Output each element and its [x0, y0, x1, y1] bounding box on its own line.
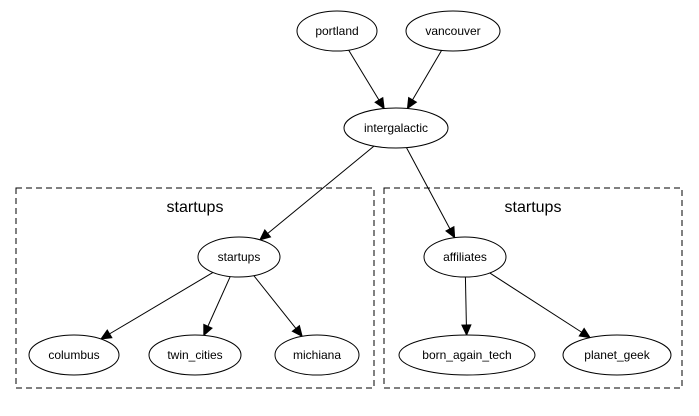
node-born-again-tech: born_again_tech: [398, 334, 536, 376]
node-affiliates-label: affiliates: [443, 250, 487, 264]
node-intergalactic-label: intergalactic: [364, 121, 428, 135]
edge-startups-to-columbus: [99, 272, 214, 340]
node-affiliates: affiliates: [423, 236, 507, 278]
edge-line: [406, 147, 451, 230]
arrowhead: [99, 329, 113, 340]
node-born-again-tech-label: born_again_tech: [422, 348, 511, 362]
edge-line: [109, 272, 214, 335]
node-columbus-label: columbus: [48, 348, 99, 362]
edge-vancouver-to-intergalactic: [406, 50, 443, 110]
node-startups-label: startups: [218, 250, 261, 264]
edge-line: [348, 49, 380, 101]
arrowhead: [374, 96, 385, 110]
edge-line: [267, 145, 375, 234]
node-startups-shape: [197, 236, 281, 278]
cluster-left-border: [15, 187, 375, 389]
edge-line: [464, 276, 467, 326]
node-vancouver: vancouver: [405, 10, 501, 52]
arrowhead: [406, 96, 418, 110]
node-portland-label: portland: [315, 24, 358, 38]
edge-line: [489, 272, 582, 333]
node-twin-cities: twin_cities: [148, 334, 242, 376]
edge-intergalactic-to-startups: [258, 145, 375, 241]
node-startups: startups: [197, 236, 281, 278]
edge-affiliates-to-born-again-tech: [461, 276, 472, 337]
node-intergalactic-shape: [343, 107, 449, 149]
node-planet-geek-label: planet_geek: [584, 348, 650, 362]
edge-line: [412, 50, 443, 101]
node-columbus-shape: [28, 334, 120, 376]
cluster-right-border: [383, 187, 683, 389]
arrowhead: [258, 229, 272, 241]
cluster-right: startups: [383, 187, 683, 389]
node-twin-cities-label: twin_cities: [167, 348, 222, 362]
node-twin-cities-shape: [148, 334, 242, 376]
node-portland-shape: [296, 10, 378, 52]
node-portland: portland: [296, 10, 378, 52]
node-affiliates-shape: [423, 236, 507, 278]
node-michiana-shape: [274, 334, 360, 376]
node-vancouver-shape: [405, 10, 501, 52]
edge-intergalactic-to-affiliates: [406, 147, 456, 239]
edge-line: [207, 276, 231, 327]
edge-startups-to-michiana: [253, 275, 303, 338]
edge-affiliates-to-planet-geek: [489, 272, 592, 339]
node-michiana: michiana: [274, 334, 360, 376]
arrowhead: [203, 323, 213, 337]
arrowhead: [291, 324, 303, 338]
node-columbus: columbus: [28, 334, 120, 376]
node-michiana-label: michiana: [293, 348, 341, 362]
edge-startups-to-twin-cities: [203, 276, 231, 337]
node-born-again-tech-shape: [398, 334, 536, 376]
arrowhead: [445, 225, 456, 239]
node-vancouver-label: vancouver: [425, 24, 480, 38]
edge-line: [253, 275, 297, 329]
arrowhead: [578, 327, 592, 339]
node-intergalactic: intergalactic: [343, 107, 449, 149]
cluster-left-title: startups: [167, 199, 224, 216]
edges: [99, 49, 592, 340]
cluster-right-title: startups: [505, 199, 562, 216]
node-planet-geek: planet_geek: [562, 334, 672, 376]
cluster-left: startups: [15, 187, 375, 389]
node-planet-geek-shape: [562, 334, 672, 376]
edge-portland-to-intergalactic: [348, 49, 385, 110]
arrowhead: [461, 324, 472, 337]
